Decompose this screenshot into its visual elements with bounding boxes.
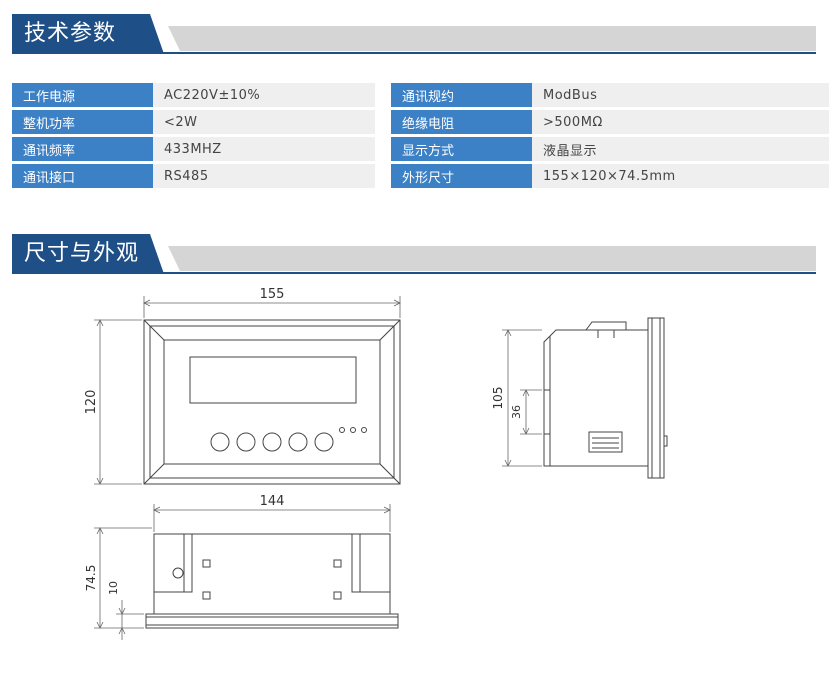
bottom-left-boss [153, 533, 193, 593]
spec-row: 通讯接口 RS485 [12, 164, 375, 188]
key-button [314, 432, 334, 452]
spec-label: 通讯接口 [12, 164, 153, 188]
spec-row: 显示方式 液晶显示 [391, 137, 829, 161]
spec-label: 工作电源 [12, 83, 153, 107]
dim-label-front-width: 155 [260, 287, 285, 302]
spec-value: 液晶显示 [532, 137, 829, 161]
spec-row: 通讯频率 433MHZ [12, 137, 375, 161]
spec-label: 外形尺寸 [391, 164, 532, 188]
dim-label-bottom-depth: 74.5 [84, 565, 98, 592]
key-button [262, 432, 282, 452]
spec-row: 外形尺寸 155×120×74.5mm [391, 164, 829, 188]
side-front-frame [647, 317, 665, 479]
indicator-led [339, 427, 345, 433]
front-panel [163, 339, 381, 465]
bottom-slot [333, 591, 342, 600]
spec-row: 通讯规约 ModBus [391, 83, 829, 107]
lcd-window [189, 356, 357, 404]
key-button [288, 432, 308, 452]
section-title-specs: 技术参数 [12, 14, 164, 54]
front-view [143, 319, 401, 485]
dim-label-bottom-width: 144 [260, 494, 285, 509]
section-header-underline [12, 52, 816, 54]
key-button [210, 432, 230, 452]
section-title-dimensions: 尺寸与外观 [12, 234, 164, 274]
bottom-slot [202, 591, 211, 600]
section-header-underline [12, 272, 816, 274]
spec-row: 工作电源 AC220V±10% [12, 83, 375, 107]
spec-label: 整机功率 [12, 110, 153, 134]
spec-label: 显示方式 [391, 137, 532, 161]
spec-label: 通讯频率 [12, 137, 153, 161]
dim-label-bottom-flange: 10 [107, 581, 120, 595]
bottom-slot [333, 559, 342, 568]
bottom-housing [153, 533, 391, 615]
bottom-view [145, 533, 399, 629]
front-outer-frame [143, 319, 401, 485]
side-housing [543, 329, 648, 467]
spec-value: ModBus [532, 83, 829, 107]
front-bezel [149, 325, 395, 479]
bottom-flange [145, 613, 399, 629]
spec-value: RS485 [153, 164, 375, 188]
bottom-slot [202, 559, 211, 568]
spec-table-left: 工作电源 AC220V±10% 整机功率 <2W 通讯频率 433MHZ 通讯接… [12, 80, 375, 191]
bottom-screw-hole [172, 567, 184, 579]
dim-label-side-inner: 36 [510, 405, 523, 419]
spec-label: 通讯规约 [391, 83, 532, 107]
spec-value: 433MHZ [153, 137, 375, 161]
section-header-bar [168, 26, 816, 51]
spec-value: <2W [153, 110, 375, 134]
section-header-specs: 技术参数 [12, 14, 816, 54]
side-clip-recess [543, 389, 551, 435]
section-header-bar [168, 246, 816, 271]
dim-label-front-height: 120 [84, 390, 99, 415]
side-view [543, 317, 668, 479]
dim-label-side-height: 105 [491, 387, 505, 410]
side-latch [663, 435, 668, 447]
spec-value: 155×120×74.5mm [532, 164, 829, 188]
key-button [236, 432, 256, 452]
spec-value: >500MΩ [532, 110, 829, 134]
spec-row: 绝缘电阻 >500MΩ [391, 110, 829, 134]
spec-label: 绝缘电阻 [391, 110, 532, 134]
side-vent [588, 431, 623, 453]
spec-value: AC220V±10% [153, 83, 375, 107]
spec-row: 整机功率 <2W [12, 110, 375, 134]
section-header-dimensions: 尺寸与外观 [12, 234, 816, 274]
indicator-led [361, 427, 367, 433]
spec-table-right: 通讯规约 ModBus 绝缘电阻 >500MΩ 显示方式 液晶显示 外形尺寸 1… [391, 80, 829, 191]
indicator-led [350, 427, 356, 433]
bottom-right-boss [351, 533, 391, 593]
